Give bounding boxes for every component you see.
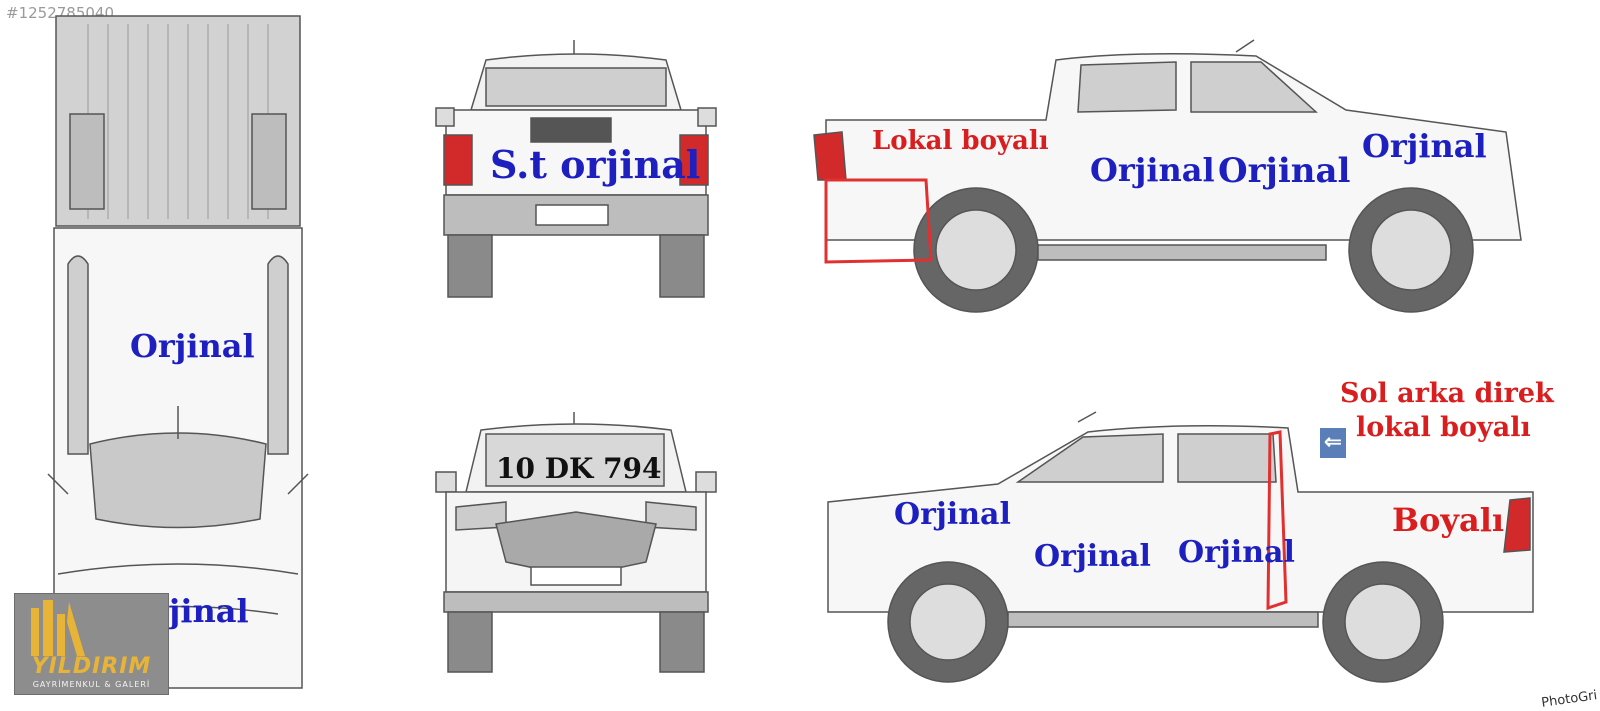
left-front-door-label: Orjinal — [1034, 539, 1151, 574]
left-rear-fender-label: Boyalı — [1392, 501, 1505, 539]
logo-name: YILDIRIM — [31, 654, 152, 679]
front-view-diagram — [435, 412, 717, 673]
left-front-fender-label: Orjinal — [894, 497, 1011, 532]
pillar-note-line2: lokal boyalı — [1356, 412, 1531, 443]
rear-view-diagram — [435, 40, 717, 298]
building-icon — [31, 600, 85, 656]
right-rear-door-label: Orjinal — [1090, 151, 1215, 189]
photogrid-watermark: PhotoGri — [1540, 688, 1598, 711]
left-side-diagram — [827, 411, 1534, 683]
left-arrow-icon: ⇐ — [1320, 428, 1346, 458]
logo-subtitle: GAYRİMENKUL & GALERİ — [32, 680, 151, 689]
left-rear-door-label: Orjinal — [1178, 535, 1295, 570]
tailgate-label: S.t orjinal — [490, 142, 701, 187]
right-front-door-label: Orjinal — [1218, 151, 1351, 191]
top-view-diagram — [47, 15, 309, 689]
front-plate-label: 10 DK 794 — [496, 452, 662, 485]
right-front-fender-label: Orjinal — [1362, 127, 1487, 165]
right-side-diagram — [813, 39, 1522, 313]
company-logo: YILDIRIM GAYRİMENKUL & GALERİ — [14, 593, 169, 695]
pillar-note-line1: Sol arka direk — [1340, 378, 1554, 409]
roof-label: Orjinal — [130, 327, 255, 365]
right-rear-fender-label: Lokal boyalı — [872, 126, 1049, 156]
